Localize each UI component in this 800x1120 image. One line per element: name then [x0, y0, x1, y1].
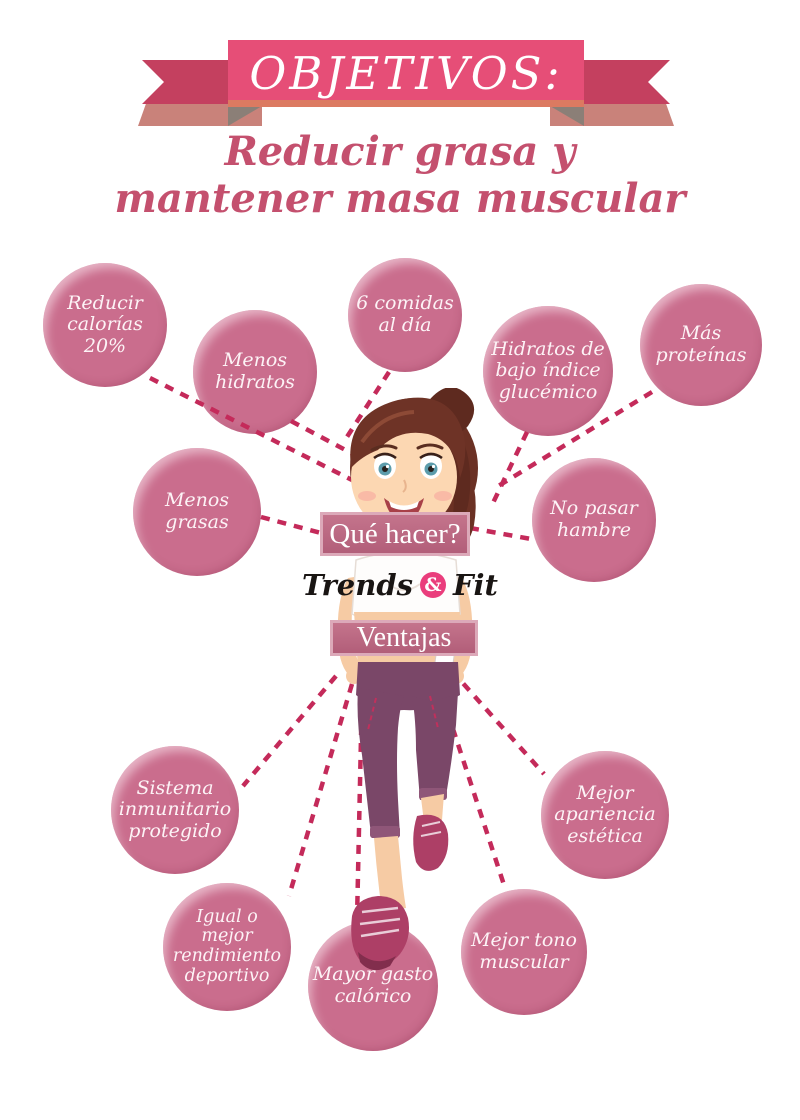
connector-line — [450, 669, 546, 776]
connector-line — [489, 431, 530, 506]
bubble-text-line: Sistema — [136, 776, 214, 799]
subtitle-line-1: Reducir grasa y — [224, 128, 576, 175]
advantage-bubble-mejor-tono-muscular: Mejor tono muscular — [461, 889, 587, 1015]
bubble-text-line: Menos — [164, 489, 230, 512]
ribbon-fold-right — [550, 106, 584, 126]
bubble-text-line: 6 comidas — [356, 292, 454, 315]
bubble-text-line: inmunitario — [118, 798, 232, 821]
ribbon-tail-upper-left — [142, 60, 230, 104]
bubble-text-line: Mejor — [576, 781, 634, 804]
connector-line — [343, 370, 391, 442]
ribbon-banner — [138, 40, 674, 126]
advantages-label: Ventajas — [356, 622, 452, 653]
bubble-text-line: hambre — [556, 519, 632, 541]
seam-left — [367, 697, 377, 731]
what-bubble-hidratos-bajo-indice: Hidratos de bajo índice glucémico — [483, 306, 613, 436]
lash-right — [419, 452, 443, 460]
bubble-text-line: mejor — [201, 926, 253, 947]
shoe-back-laces — [420, 821, 442, 837]
bubble-text-line: Igual o — [196, 906, 258, 927]
shoe-back — [413, 814, 449, 871]
eye-glint-left — [385, 464, 390, 469]
shoe-front — [351, 896, 409, 967]
shin-front — [374, 836, 406, 912]
top-crease — [387, 583, 421, 591]
shoe-front-laces — [359, 906, 401, 938]
advantage-bubble-sistema-inmunitario: Sistema inmunitario protegido — [111, 746, 239, 874]
leg-back-thigh — [412, 692, 458, 800]
teeth — [389, 501, 419, 510]
bubble-text-line: glucémico — [498, 380, 598, 403]
connector-line — [241, 674, 338, 788]
hair-bangs — [350, 397, 466, 478]
nose — [402, 479, 407, 493]
ribbon-band-edge — [228, 100, 584, 107]
lash-left — [373, 452, 397, 460]
ribbon-fold-left — [228, 106, 262, 126]
blush-right — [434, 491, 452, 501]
bubble-text-line: hidratos — [215, 371, 295, 393]
what-bubble-reducir-calorias: Reducir calorías 20% — [43, 263, 167, 387]
connector-line — [148, 375, 354, 483]
ribbon-band — [228, 40, 584, 103]
seam-right — [429, 695, 439, 729]
bubble-text-line: Hidratos de — [491, 337, 605, 360]
bubble-text-line: proteínas — [655, 344, 747, 366]
connector-line — [260, 514, 322, 536]
bubble-text-line: bajo índice — [495, 359, 601, 382]
shoe-front-sole — [358, 952, 396, 971]
bubble-text-line: Mayor gasto — [312, 963, 434, 986]
bubble-text-line: estética — [567, 824, 643, 847]
bubble-text-line: 20% — [83, 334, 127, 357]
eye-glint-right — [431, 464, 436, 469]
bubble-text-line: Mejor tono — [471, 929, 577, 952]
subtitle-line-2: mantener masa muscular — [114, 175, 686, 223]
what-to-do-label: Qué hacer? — [329, 518, 461, 550]
logo-word-fit: Fit — [452, 568, 498, 602]
logo-ampersand-badge: & — [419, 572, 446, 598]
connector-line — [469, 525, 532, 542]
eyebrow-left — [370, 444, 398, 452]
bubble-text-line: Reducir — [67, 291, 143, 314]
bubble-text-line: No pasar — [550, 497, 638, 520]
advantage-bubble-rendimiento-deportivo: Igual o mejor rendimiento deportivo — [163, 883, 291, 1011]
what-bubble-mas-proteinas: Más proteínas — [640, 284, 762, 406]
eyebrow-right — [416, 443, 444, 450]
what-bubble-no-pasar-hambre: No pasar hambre — [532, 458, 656, 582]
bubble-text-line: calorías — [67, 313, 143, 336]
bubble-text-line: calórico — [334, 985, 412, 1007]
cuff-front — [370, 826, 400, 838]
bubble-text-line: protegido — [128, 819, 222, 842]
what-bubble-menos-grasas: Menos grasas — [133, 448, 261, 576]
bubble-text-line: grasas — [165, 511, 229, 533]
bubble-text-line: rendimiento — [172, 946, 282, 966]
bubble-text-line: apariencia — [554, 803, 656, 826]
bubble-text-line: deportivo — [184, 965, 270, 986]
what-bubble-6-comidas: 6 comidas al día — [348, 258, 462, 372]
what-bubble-menos-hidratos: Menos hidratos — [193, 310, 317, 434]
bubble-text-line: al día — [378, 314, 432, 336]
logo-word-trends: Trends — [302, 568, 413, 602]
hair-highlight — [360, 410, 415, 444]
runner-woman-illustration — [337, 388, 478, 971]
page-title: OBJETIVOS: — [249, 47, 563, 100]
ribbon-tail-upper-right — [582, 60, 670, 104]
advantage-bubble-mejor-apariencia: Mejor apariencia estética — [541, 751, 669, 879]
bubble-text-line: Más — [680, 322, 722, 345]
advantages-label-box: Ventajas — [330, 620, 478, 656]
connector-line — [286, 683, 355, 897]
trends-and-fit-logo: Trends & Fit — [302, 568, 498, 602]
bubble-text-line: muscular — [479, 951, 569, 973]
page-subtitle: Reducir grasa y mantener masa muscular — [0, 128, 800, 222]
connector-line — [493, 390, 654, 490]
what-to-do-label-box: Qué hacer? — [320, 512, 470, 556]
bubble-text-line: Menos — [222, 349, 288, 372]
blush-left — [358, 491, 376, 501]
leg-front-thigh — [357, 688, 404, 838]
